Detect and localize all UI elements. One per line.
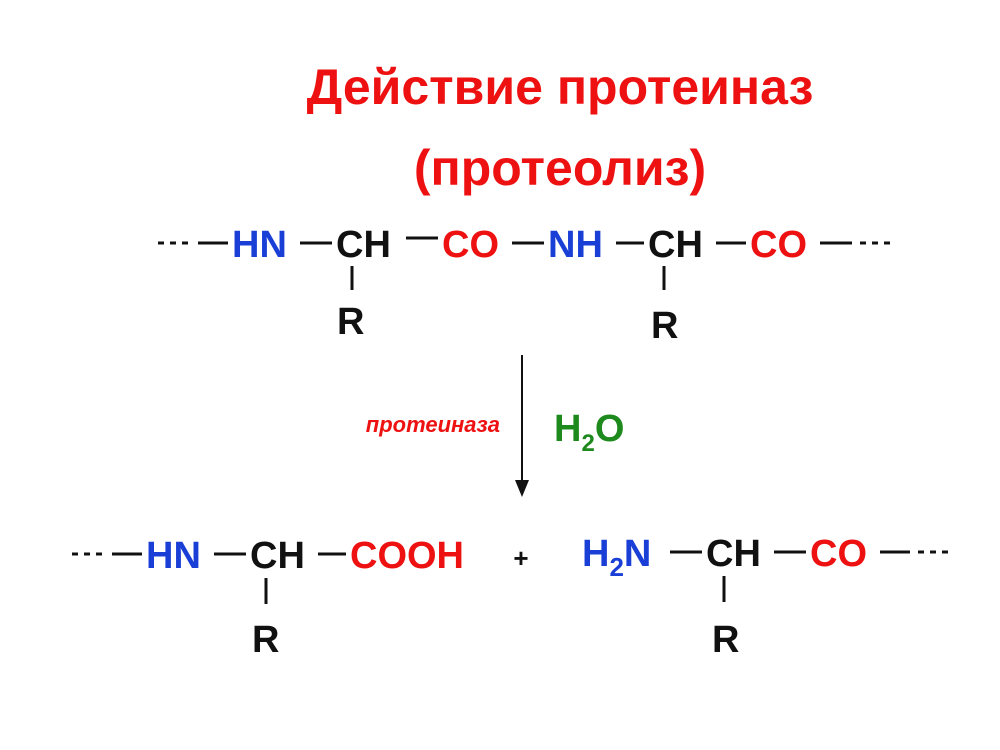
r-group: R <box>651 305 678 347</box>
product-carboxyl-fragment: HN CH COOH R <box>72 535 464 661</box>
ch-group: CH <box>250 535 305 577</box>
r-group: R <box>337 301 364 343</box>
peptide-chain: HN CH CO NH CH CO R R <box>158 224 894 347</box>
h2n-group: H2N <box>582 533 651 582</box>
co-group: CO <box>810 533 867 575</box>
arrow-head <box>515 480 529 497</box>
water-subscript: 2 <box>581 430 594 457</box>
hn-group: HN <box>232 224 287 266</box>
hn-group: HN <box>146 535 201 577</box>
product-amino-fragment: H2N CH CO R <box>582 533 954 661</box>
slide-title: Действие протеиназ <box>306 59 814 115</box>
reaction-arrow: протеиназа H2O <box>366 355 624 497</box>
r-group: R <box>712 619 739 661</box>
ch-group: CH <box>648 224 703 266</box>
co-group: CO <box>750 224 807 266</box>
ch-group: CH <box>706 533 761 575</box>
enzyme-label: протеиназа <box>366 412 500 437</box>
cooh-group: COOH <box>350 535 464 577</box>
r-group: R <box>252 619 279 661</box>
h2-subscript: 2 <box>609 552 623 582</box>
plus-sign: + <box>513 543 528 573</box>
water-h: H <box>554 408 581 450</box>
water-o: O <box>595 408 625 450</box>
h-atom: H <box>582 533 609 575</box>
ch-group: CH <box>336 224 391 266</box>
water-label: H2O <box>554 408 624 457</box>
slide-subtitle: (протеолиз) <box>413 140 707 196</box>
n-atom: N <box>624 533 651 575</box>
co-group: CO <box>442 224 499 266</box>
nh-group: NH <box>548 224 603 266</box>
